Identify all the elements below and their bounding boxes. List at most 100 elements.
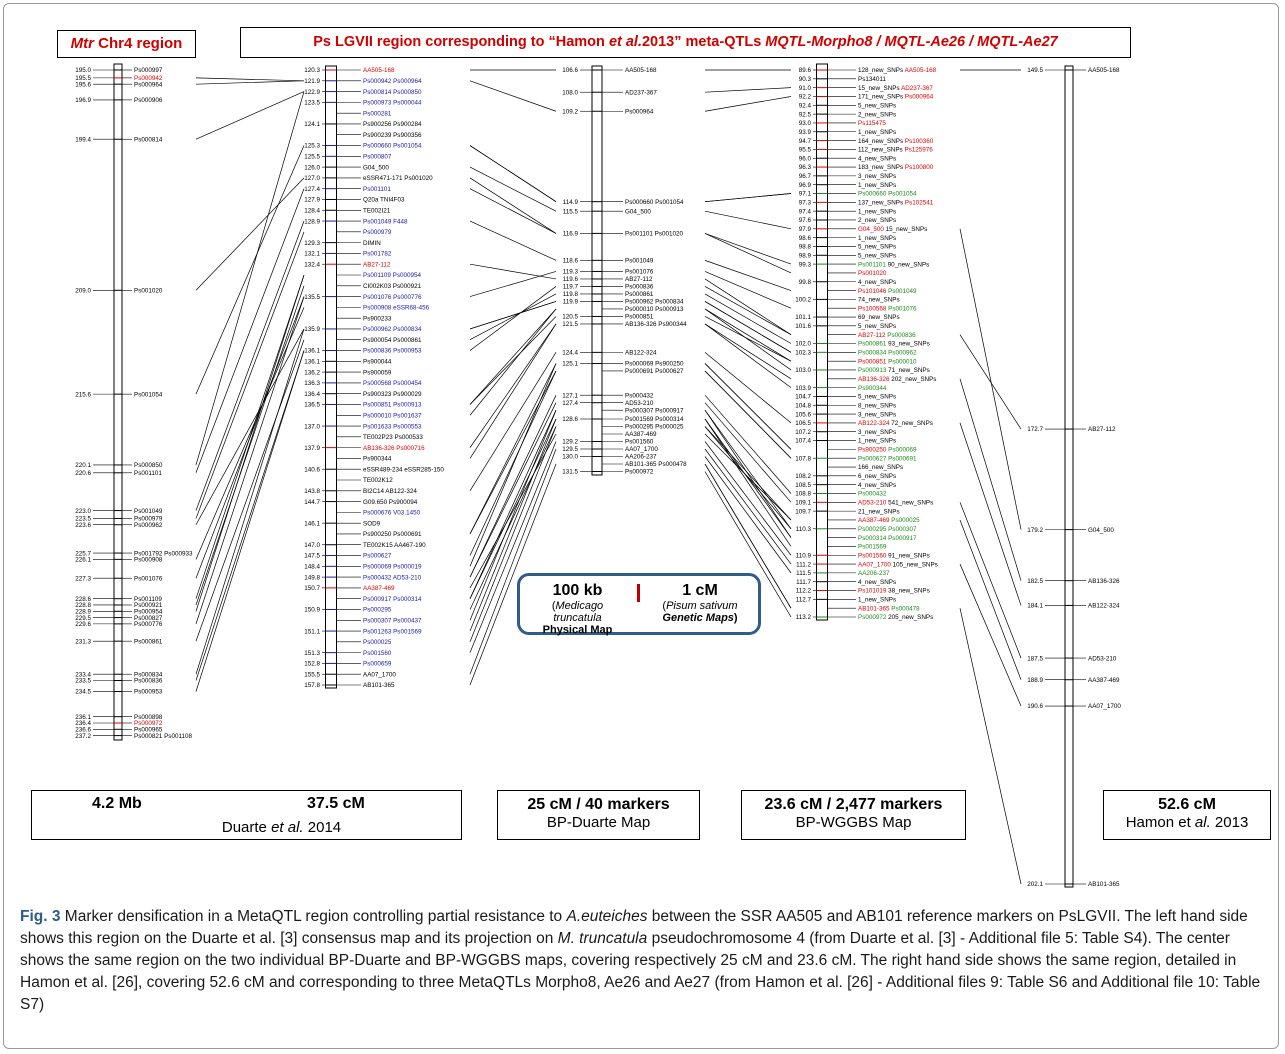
duarte-bp-connector: [469, 363, 557, 567]
duarte-marker-label: Ps000432 AD53-210: [363, 574, 422, 581]
duarte-bp-connector: [469, 395, 557, 578]
duarte-marker-label: Ps000676 V03.1450: [363, 510, 421, 517]
wggbs-marker-label: Ps100568 Ps001076: [858, 305, 917, 312]
duarte-marker-label: eSSR489-234 eSSR285-150: [363, 466, 444, 473]
mtr-duarte-connector: [195, 307, 305, 560]
duarte-marker-label: TE002K15 AA467-190: [363, 542, 426, 549]
bp-duarte-marker-label: AA387-469: [625, 431, 657, 438]
mtr-position-label: 228.8: [75, 602, 91, 609]
duarte-marker-label: CI002K03 Ps000921: [363, 283, 422, 290]
duarte-marker-label: Ps001782: [363, 251, 392, 258]
duarte-marker-label: Ps900054 Ps000861: [363, 337, 422, 344]
wggbs-marker-label: 128_new_SNPs AA505-168: [858, 67, 937, 74]
wggbs-marker-label: Ps001560 91_new_SNPs: [858, 552, 930, 559]
wggbs-marker-label: 6_new_SNPs: [858, 473, 896, 480]
duarte-marker-label: AB27-112: [363, 261, 391, 268]
mtr-duarte-connector: [195, 296, 305, 624]
duarte-position-label: 155.5: [304, 671, 320, 678]
mtr-duarte-connector: [195, 220, 305, 511]
duarte-footer: 4.2 Mb 37.5 cM Duarte et al. 2014: [31, 790, 462, 840]
duarte-bp-connector: [469, 363, 557, 535]
wggbs-marker-label: Ps000627 Ps000691: [858, 455, 917, 462]
hamon-marker-label: G04_500: [1088, 527, 1114, 534]
wggbs-position-label: 96.3: [799, 164, 812, 171]
mtr-marker-label: Ps000834: [134, 671, 163, 678]
duarte-bp-connector: [469, 410, 557, 621]
bp-duarte-marker-label: Ps000660 Ps001054: [625, 199, 684, 206]
bp-duarte-marker-label: Ps000010 Ps000913: [625, 306, 684, 313]
bp-wggbs-connector: [704, 323, 792, 380]
duarte-bp-connector: [469, 220, 557, 261]
mtr-position-label: 236.4: [75, 720, 91, 727]
wggbs-position-label: 97.6: [799, 217, 812, 224]
wggbs-marker-label: 15_new_SNPs AD237-367: [858, 85, 933, 92]
wggbs-marker-label: Ps001101 90_new_SNPs: [858, 261, 929, 268]
hamon-footer: 52.6 cM Hamon et al. 2013: [1103, 790, 1271, 840]
bp-duarte-marker-label: AB27-112: [625, 276, 653, 283]
bp-duarte-position-label: 120.5: [562, 314, 578, 321]
bp-duarte-position-label: 119.9: [563, 299, 579, 306]
duarte-position-label: 144.7: [304, 499, 320, 506]
duarte-position-label: 127.0: [304, 175, 320, 182]
mtr-marker-label: Ps000921: [134, 602, 163, 609]
mtr-position-label: 231.3: [75, 638, 91, 645]
wggbs-marker-label: Ps000660 Ps001054: [858, 191, 917, 198]
duarte-bp-connector: [469, 426, 557, 642]
duarte-marker-label: AA387-469: [363, 585, 395, 592]
duarte-position-label: 136.4: [304, 391, 320, 398]
duarte-position-label: 129.3: [304, 240, 320, 247]
mtr-marker-label: Ps000898: [134, 714, 163, 721]
wggbs-marker-label: 3_new_SNPs: [858, 173, 896, 180]
wggbs-hamon-connector: [959, 378, 1022, 581]
mtr-marker-label: Ps000776: [134, 621, 163, 628]
duarte-marker-label: Ps000851 Ps000913: [363, 402, 422, 409]
duarte-bp-connector: [469, 263, 557, 280]
bp-duarte-position-label: 108.0: [562, 89, 578, 96]
mtr-position-label: 195.5: [75, 75, 91, 82]
hamon-position-label: 179.2: [1027, 527, 1043, 534]
mtr-position-label: 233.5: [75, 678, 91, 685]
wggbs-marker-label: 21_new_SNPs: [858, 508, 900, 515]
wggbs-position-label: 111.2: [796, 561, 811, 568]
bp-wggbs-connector: [704, 426, 792, 529]
wggbs-position-label: 103.9: [795, 385, 811, 392]
mtr-position-label: 225.7: [75, 550, 91, 557]
wggbs-marker-label: Ps101046 Ps001049: [858, 288, 917, 295]
wggbs-marker-label: Ps900344: [858, 385, 887, 392]
bp-wggbs-connector: [704, 370, 792, 459]
bp-duarte-position-label: 125.1: [562, 361, 578, 368]
hamon-position-label: 188.9: [1027, 677, 1043, 684]
bp-duarte-position-label: 130.0: [562, 454, 578, 461]
duarte-position-label: 151.3: [304, 650, 320, 657]
duarte-position-label: 152.8: [304, 661, 320, 668]
mtr-duarte-connector: [195, 77, 305, 82]
mtr-duarte-connector: [195, 350, 305, 692]
wggbs-position-label: 111.5: [796, 570, 811, 577]
bp-wggbs-connector: [704, 260, 792, 291]
bp-duarte-marker-label: AD53-210: [625, 400, 654, 407]
mtr-duarte-connector: [195, 145, 305, 395]
wggbs-hamon-connector: [959, 334, 1022, 430]
duarte-marker-label: G04_500: [363, 164, 389, 171]
duarte-marker-label: Ps000010 Ps001637: [363, 412, 422, 419]
bp-wggbs-connector: [704, 87, 792, 93]
mtr-position-label: 233.4: [75, 671, 91, 678]
bp-duarte-position-label: 118.6: [563, 258, 579, 265]
duarte-position-label: 132.4: [304, 261, 320, 268]
duarte-marker-label: Ps000979: [363, 229, 392, 236]
wggbs-marker-label: 1_new_SNPs: [858, 235, 896, 242]
wggbs-position-label: 112.2: [796, 588, 812, 595]
bp-duarte-marker-label: Ps000861: [625, 291, 654, 298]
wggbs-marker-label: AD53-210 541_new_SNPs: [858, 500, 933, 507]
wggbs-hamon-connector: [959, 228, 1022, 530]
duarte-marker-label: Ps000807: [363, 154, 392, 161]
mtr-position-label: 215.6: [75, 391, 91, 398]
wggbs-hamon-connector: [959, 563, 1022, 707]
wggbs-marker-label: 4_new_SNPs: [858, 579, 896, 586]
duarte-marker-label: AB136-326 Ps000716: [363, 445, 425, 452]
wggbs-marker-label: Ps000432: [858, 491, 887, 498]
wggbs-marker-label: 183_new_SNPs Ps100800: [858, 164, 934, 171]
duarte-position-label: 125.5: [304, 154, 320, 161]
wggbs-position-label: 111.7: [796, 579, 811, 586]
bp-wggbs-connector: [704, 471, 792, 618]
